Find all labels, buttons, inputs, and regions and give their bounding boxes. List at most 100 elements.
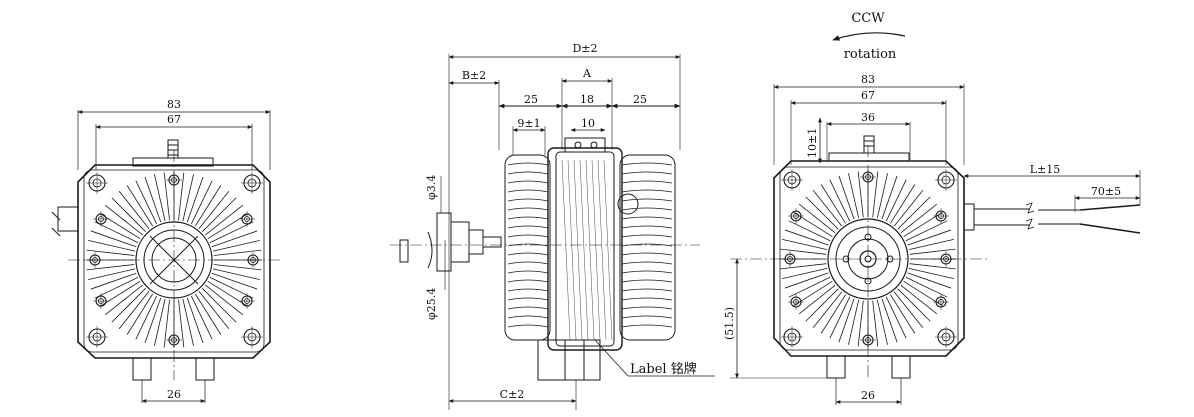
side-dim-phi-25-4: φ25.4 <box>425 288 438 320</box>
fin-line <box>118 291 150 330</box>
side-dim-b: B±2 <box>462 69 486 82</box>
fin-line <box>905 276 948 298</box>
side-fin <box>507 315 549 319</box>
rear-mounting-holes <box>781 169 957 348</box>
fin-line <box>784 272 829 289</box>
side-fin <box>621 279 673 283</box>
fin-line <box>144 297 162 344</box>
fin-line <box>178 299 185 348</box>
fin-line <box>900 284 938 315</box>
fin-line <box>111 288 146 323</box>
side-fin <box>507 234 549 238</box>
fin-line <box>211 230 258 248</box>
side-fin <box>621 252 673 256</box>
fin-line <box>848 299 860 345</box>
stator-line <box>585 159 595 341</box>
side-fin <box>621 297 673 301</box>
fin-line <box>798 284 836 315</box>
side-fin <box>507 189 549 193</box>
fin-line <box>788 220 831 242</box>
fin-line <box>213 264 262 271</box>
fin-line <box>154 174 166 222</box>
mounting-hole <box>241 172 263 194</box>
side-fin <box>621 225 673 229</box>
side-fin <box>621 324 673 328</box>
fin-line <box>890 294 916 334</box>
mounting-hole <box>239 211 255 227</box>
fin-line <box>897 288 931 322</box>
mounting-hole <box>86 326 108 348</box>
stator-line <box>591 159 601 341</box>
mounting-hole <box>166 172 182 188</box>
fin-line <box>793 281 833 307</box>
side-fin <box>621 243 673 247</box>
side-fin <box>621 315 673 319</box>
side-fin <box>621 198 673 202</box>
mounting-hole <box>166 332 182 348</box>
fin-line <box>829 296 851 339</box>
fin-line <box>820 294 846 334</box>
fin-line <box>213 249 262 256</box>
fin-line <box>182 174 194 222</box>
fin-line <box>104 204 143 236</box>
fin-line <box>876 173 888 219</box>
mounting-hole <box>86 172 108 194</box>
fin-line <box>135 180 158 225</box>
side-fin <box>621 180 673 184</box>
fin-line <box>782 239 828 251</box>
fin-line <box>198 291 230 330</box>
side-view <box>390 54 715 410</box>
fin-line <box>900 203 938 234</box>
rear-dim-83: 83 <box>861 73 875 86</box>
fin-line <box>118 190 150 229</box>
side-dim-d: D±2 <box>572 42 597 55</box>
fin-line <box>186 297 204 344</box>
fin-line <box>872 300 879 347</box>
fin-line <box>881 298 898 343</box>
front-dim-67: 67 <box>167 113 181 126</box>
side-dim-phi-3-4: φ3.4 <box>425 175 438 200</box>
fin-line <box>86 249 135 256</box>
stator-line <box>579 159 589 341</box>
rear-dim-36: 36 <box>861 111 875 124</box>
fin-line <box>857 300 864 347</box>
mounting-hole <box>239 293 255 309</box>
mounting-hole <box>933 294 949 310</box>
stator-line <box>597 159 607 341</box>
side-dim-a: A <box>582 67 592 80</box>
fin-line <box>104 284 143 316</box>
side-fin <box>507 225 549 229</box>
side-fin <box>507 180 549 184</box>
rotation-label: rotation <box>844 47 897 62</box>
side-dim-25-left: 25 <box>524 93 538 106</box>
fin-line <box>782 267 828 279</box>
fin-line <box>194 293 222 335</box>
fin-line <box>805 196 839 230</box>
mounting-hole <box>782 251 798 267</box>
fin-line <box>209 221 254 244</box>
fin-line <box>126 185 154 227</box>
mounting-hole <box>87 252 103 268</box>
fin-line <box>126 293 154 335</box>
fin-line <box>163 172 170 221</box>
rear-dim-l: L±15 <box>1030 163 1061 176</box>
side-fin <box>507 243 549 247</box>
side-fin <box>621 189 673 193</box>
fin-line <box>908 239 954 251</box>
ccw-label: CCW <box>851 11 885 26</box>
fin-line <box>838 298 855 343</box>
side-fin <box>507 297 549 301</box>
fin-line <box>205 284 244 316</box>
rear-dim-26: 26 <box>861 389 875 402</box>
fin-line <box>872 171 879 218</box>
mounting-hole <box>938 251 954 267</box>
side-dim-18: 18 <box>580 93 594 106</box>
fin-line <box>907 229 952 246</box>
side-fin <box>507 288 549 292</box>
fin-line <box>198 190 230 229</box>
side-dim-25-right: 25 <box>633 93 647 106</box>
rear-view <box>730 32 1141 405</box>
fin-line <box>88 268 136 280</box>
mounting-hole <box>245 252 261 268</box>
